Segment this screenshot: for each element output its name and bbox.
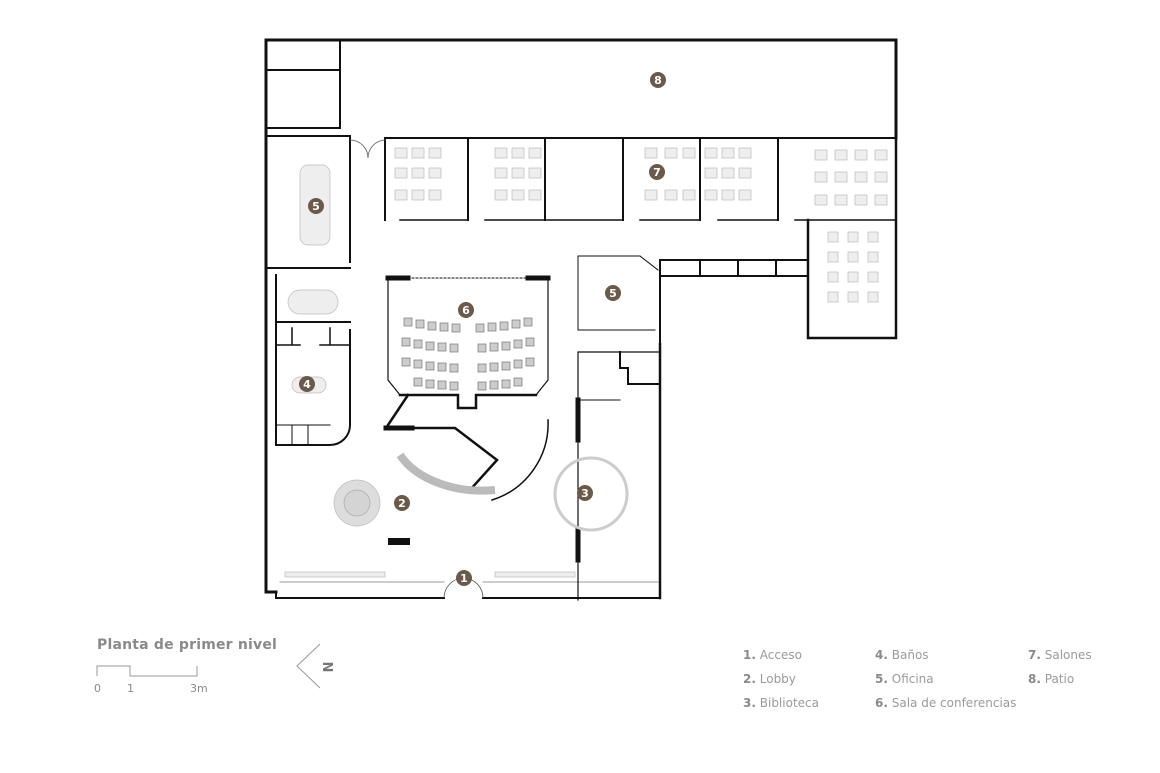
north-arrow-icon	[296, 643, 321, 689]
legend-item: 1. Acceso	[743, 648, 802, 662]
north-label: N	[319, 662, 334, 673]
room-marker-2: 2	[394, 495, 410, 511]
legend-item: 7. Salones	[1028, 648, 1092, 662]
doors	[349, 139, 484, 599]
room-marker-3: 3	[577, 485, 593, 501]
svg-text:5: 5	[609, 287, 617, 300]
room-marker-4: 4	[299, 376, 315, 392]
svg-text:7: 7	[653, 166, 661, 179]
legend-item: 6. Sala de conferencias	[875, 696, 1017, 710]
legend-column-1: 1. Acceso 2. Lobby 3. Biblioteca	[743, 643, 819, 715]
room-marker-5: 5	[605, 285, 621, 301]
legend-item: 4. Baños	[875, 648, 929, 662]
room-marker-7: 7	[649, 164, 665, 180]
svg-text:5: 5	[312, 200, 320, 213]
room-marker-1: 1	[456, 570, 472, 586]
legend-item: 2. Lobby	[743, 672, 796, 686]
svg-text:2: 2	[398, 497, 406, 510]
svg-text:8: 8	[654, 74, 662, 87]
legend-item: 8. Patio	[1028, 672, 1075, 686]
scale-tick-1: 1	[127, 682, 134, 695]
svg-text:3: 3	[581, 487, 589, 500]
legend-column-2: 4. Baños 5. Oficina 6. Sala de conferenc…	[875, 643, 1016, 715]
legend-item: 3. Biblioteca	[743, 696, 819, 710]
svg-text:4: 4	[303, 378, 311, 391]
walls	[264, 38, 898, 601]
plan-title: Planta de primer nivel	[97, 637, 278, 653]
svg-text:1: 1	[460, 572, 468, 585]
legend-item: 5. Oficina	[875, 672, 934, 686]
room-marker-5: 5	[308, 198, 324, 214]
scale-tick-0: 0	[94, 682, 101, 695]
svg-text:6: 6	[462, 304, 470, 317]
room-marker-8: 8	[650, 72, 666, 88]
room-markers: 1 2 3 4 5 5 6 7 8	[299, 72, 666, 586]
furniture	[284, 147, 888, 578]
legend-column-3: 7. Salones 8. Patio	[1028, 643, 1092, 691]
scale-tick-3m: 3m	[190, 682, 208, 695]
room-marker-6: 6	[458, 302, 474, 318]
scale-bar	[96, 665, 198, 677]
